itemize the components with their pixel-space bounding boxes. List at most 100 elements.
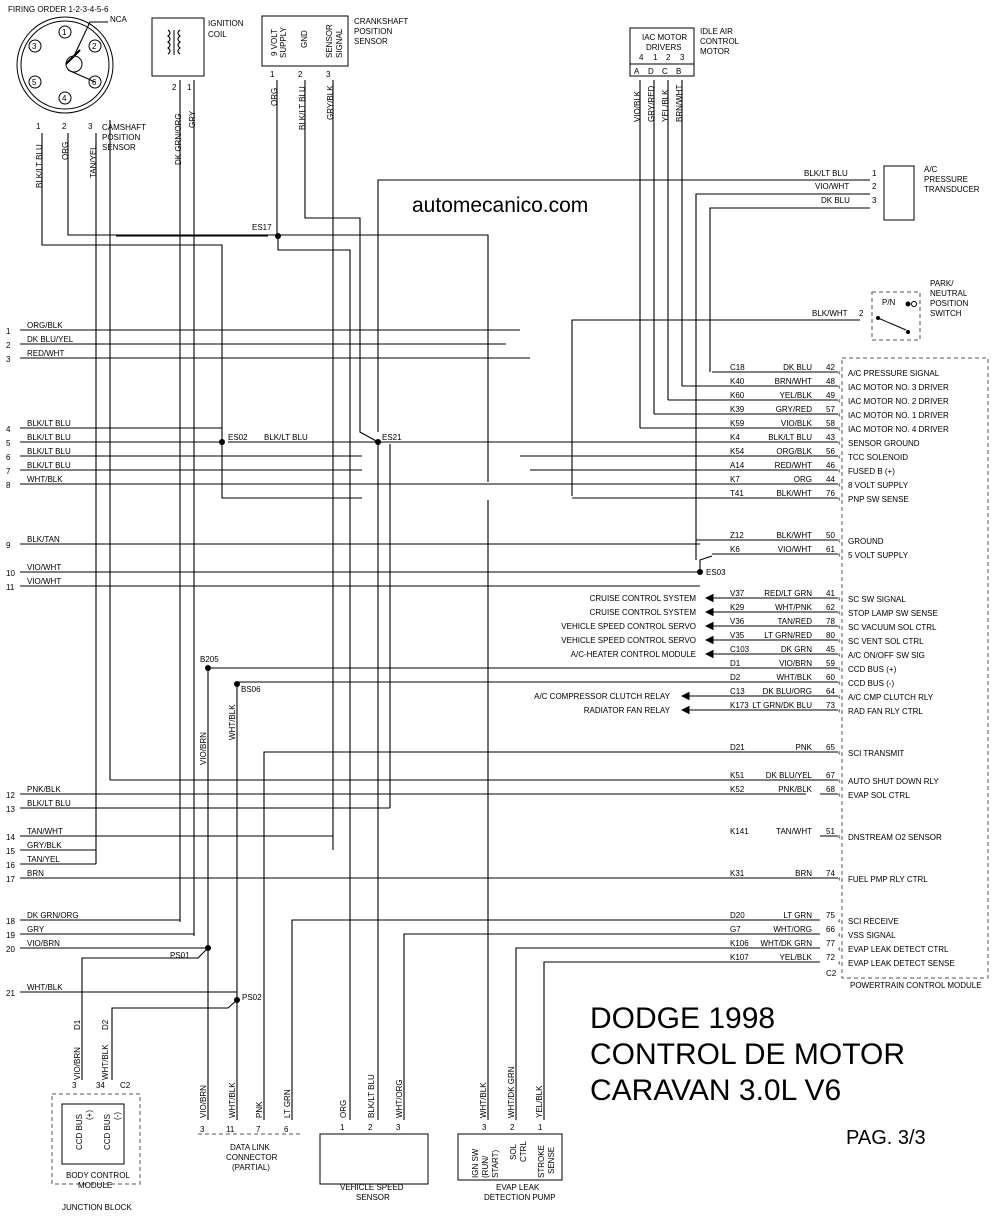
firing-order-label: FIRING ORDER 1-2-3-4-5-6: [8, 5, 109, 14]
svg-text:(RUN/: (RUN/: [481, 1155, 490, 1178]
splice-b205: B205: [200, 655, 219, 664]
svg-text:T41: T41: [730, 489, 744, 498]
svg-text:SCI RECEIVE: SCI RECEIVE: [848, 917, 899, 926]
svg-text:CCD BUS: CCD BUS: [103, 1114, 112, 1150]
svg-text:ORG: ORG: [61, 142, 70, 160]
svg-text:PNK/BLK: PNK/BLK: [27, 785, 61, 794]
svg-text:3: 3: [872, 196, 877, 205]
svg-text:BLK/LT BLU: BLK/LT BLU: [27, 461, 71, 470]
svg-text:74: 74: [826, 869, 835, 878]
svg-text:WHT/DK GRN: WHT/DK GRN: [507, 1066, 516, 1118]
svg-text:‹: ‹: [838, 608, 841, 617]
svg-text:JUNCTION BLOCK: JUNCTION BLOCK: [62, 1203, 132, 1212]
svg-text:V36: V36: [730, 617, 745, 626]
svg-text:2: 2: [872, 182, 877, 191]
cyl-4: 4: [62, 94, 67, 103]
output-target-row: A/C COMPRESSOR CLUTCH RELAY: [534, 691, 712, 701]
svg-text:YEL/BLK: YEL/BLK: [780, 953, 813, 962]
svg-text:BLK/WHT: BLK/WHT: [812, 309, 848, 318]
svg-text:3: 3: [482, 1123, 487, 1132]
svg-text:48: 48: [826, 377, 835, 386]
nca-label: NCA: [110, 15, 128, 24]
svg-text:VIO/WHT: VIO/WHT: [815, 182, 849, 191]
svg-text:46: 46: [826, 461, 835, 470]
svg-text:CRUISE CONTROL SYSTEM: CRUISE CONTROL SYSTEM: [590, 594, 697, 603]
svg-text:13: 13: [6, 805, 15, 814]
svg-text:VEHICLE SPEED: VEHICLE SPEED: [340, 1183, 404, 1192]
svg-text:‹: ‹: [838, 466, 841, 475]
svg-text:1: 1: [653, 53, 658, 62]
svg-text:3: 3: [88, 122, 93, 131]
svg-text:ORG/BLK: ORG/BLK: [776, 447, 812, 456]
svg-text:GND: GND: [300, 30, 309, 48]
body-control-module: D1 D2 VIO/BRN WHT/BLK 3 34 C2 CCD BUS (+…: [51, 1019, 141, 1212]
svg-text:1: 1: [538, 1123, 543, 1132]
svg-text:BLK/LT BLU: BLK/LT BLU: [27, 419, 71, 428]
svg-text:C103: C103: [730, 645, 750, 654]
watermark: automecanico.com: [412, 194, 588, 217]
svg-text:5 VOLT SUPPLY: 5 VOLT SUPPLY: [848, 551, 909, 560]
pcm-box: [841, 357, 989, 979]
svg-text:K59: K59: [730, 419, 745, 428]
svg-text:BLK/LT BLU: BLK/LT BLU: [804, 169, 848, 178]
svg-text:IAC MOTOR NO. 2 DRIVER: IAC MOTOR NO. 2 DRIVER: [848, 397, 949, 406]
svg-text:K39: K39: [730, 405, 745, 414]
svg-text:‹: ‹: [838, 622, 841, 631]
svg-text:(+): (+): [85, 1110, 94, 1120]
svg-text:MOTOR: MOTOR: [700, 47, 730, 56]
svg-text:GRY/RED: GRY/RED: [776, 405, 813, 414]
svg-text:D2: D2: [730, 673, 741, 682]
svg-text:TAN/RED: TAN/RED: [777, 617, 812, 626]
svg-text:K6: K6: [730, 545, 740, 554]
svg-text:(PARTIAL): (PARTIAL): [232, 1163, 270, 1172]
svg-text:59: 59: [826, 659, 835, 668]
svg-text:‹: ‹: [838, 424, 841, 433]
splice-ps01: PS01: [170, 951, 190, 960]
svg-text:8 VOLT SUPPLY: 8 VOLT SUPPLY: [848, 481, 909, 490]
svg-text:K60: K60: [730, 391, 745, 400]
svg-text:‹: ‹: [838, 550, 841, 559]
svg-text:B: B: [676, 67, 681, 76]
svg-text:ORG: ORG: [794, 475, 812, 484]
output-target-row: VEHICLE SPEED CONTROL SERVO: [561, 635, 714, 645]
svg-text:PNK: PNK: [255, 1101, 264, 1118]
svg-text:57: 57: [826, 405, 835, 414]
svg-text:K4: K4: [730, 433, 740, 442]
svg-text:14: 14: [6, 833, 15, 842]
svg-text:17: 17: [6, 875, 15, 884]
svg-text:A: A: [634, 67, 640, 76]
svg-text:PNP SW SENSE: PNP SW SENSE: [848, 495, 909, 504]
svg-text:BRN: BRN: [795, 869, 812, 878]
svg-text:1: 1: [6, 327, 11, 336]
svg-text:‹: ‹: [838, 396, 841, 405]
svg-text:21: 21: [6, 989, 15, 998]
svg-text:SC VENT SOL CTRL: SC VENT SOL CTRL: [848, 637, 924, 646]
svg-text:(-): (-): [113, 1112, 122, 1120]
svg-text:RED/WHT: RED/WHT: [775, 461, 812, 470]
svg-text:NEUTRAL: NEUTRAL: [930, 289, 968, 298]
svg-text:BLK/TAN: BLK/TAN: [27, 535, 60, 544]
svg-text:MODULE: MODULE: [78, 1181, 112, 1190]
svg-text:K51: K51: [730, 771, 745, 780]
svg-text:FUSED B (+): FUSED B (+): [848, 467, 895, 476]
svg-text:P/N: P/N: [882, 298, 896, 307]
svg-text:TRANSDUCER: TRANSDUCER: [924, 185, 980, 194]
svg-text:VIO/BLK: VIO/BLK: [633, 90, 642, 122]
svg-text:67: 67: [826, 771, 835, 780]
svg-text:EVAP LEAK DETECT SENSE: EVAP LEAK DETECT SENSE: [848, 959, 955, 968]
svg-text:GRY: GRY: [188, 110, 197, 128]
svg-text:‹: ‹: [838, 874, 841, 883]
